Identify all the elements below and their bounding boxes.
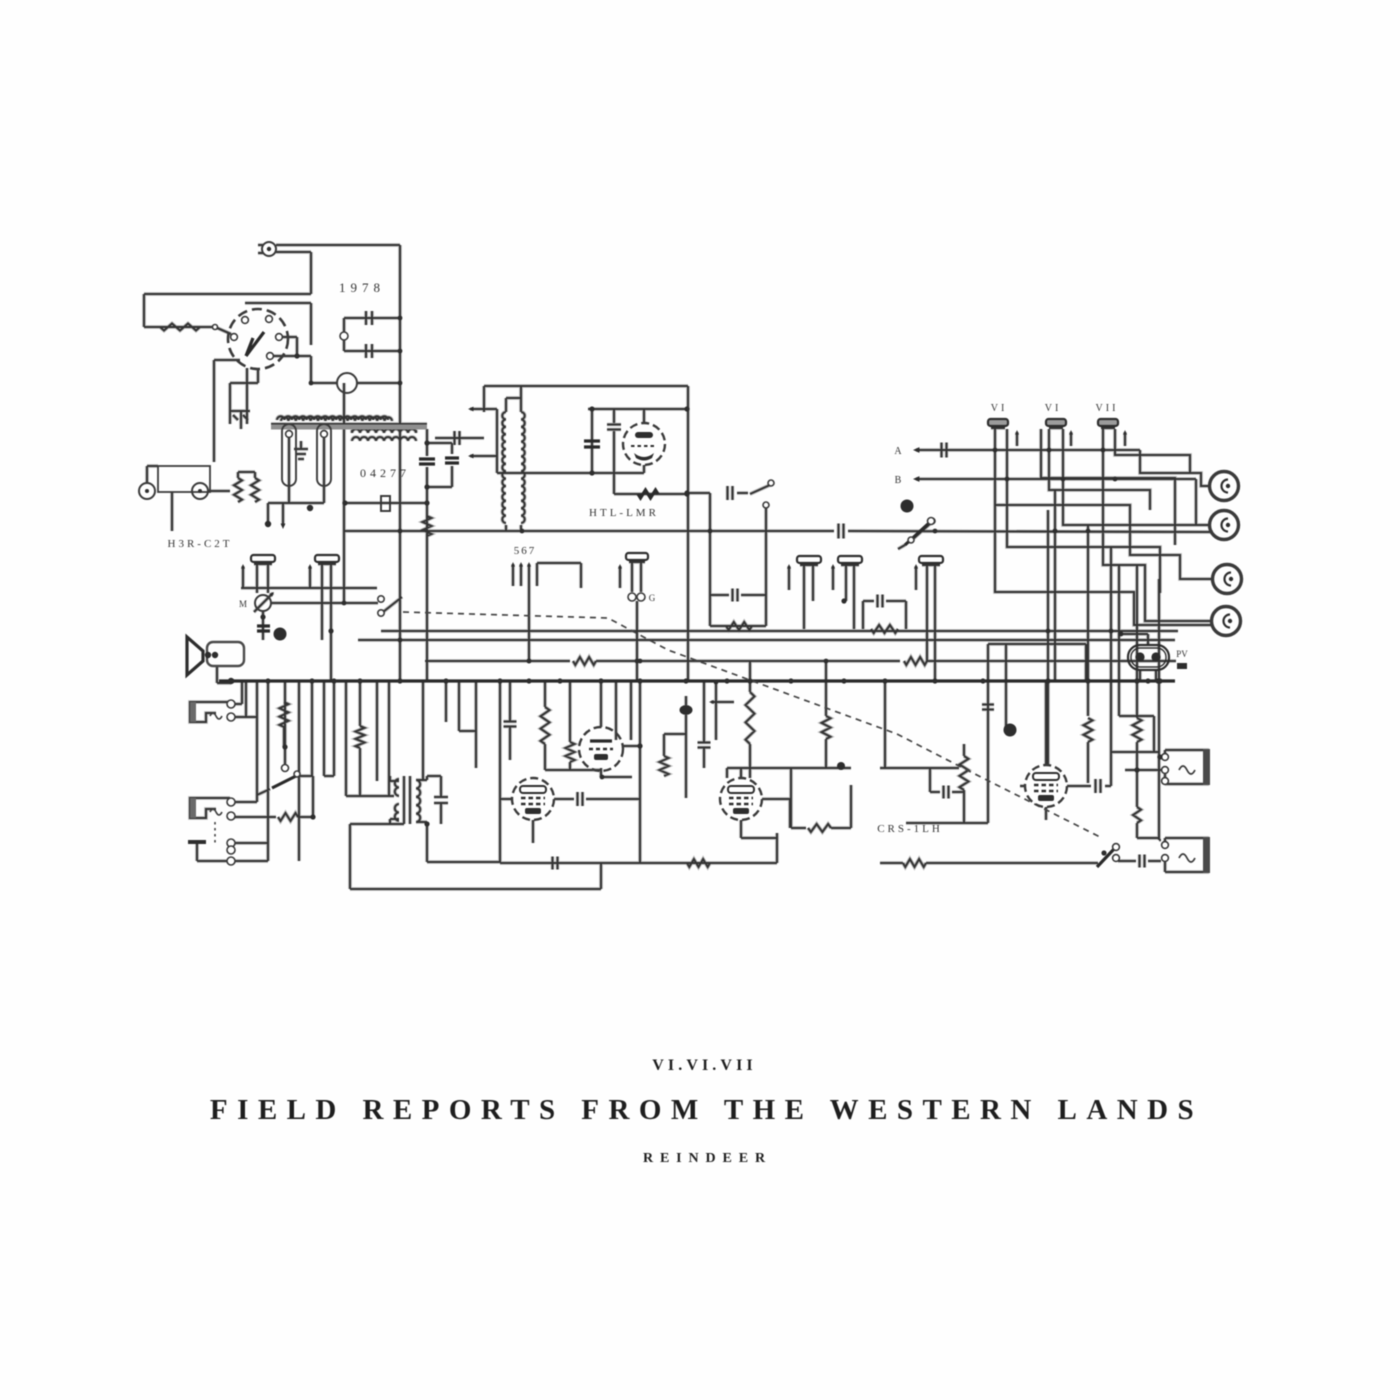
svg-text:CRS-1LH: CRS-1LH (877, 823, 943, 835)
svg-text:M: M (239, 599, 247, 609)
svg-text:H3R-C2T: H3R-C2T (168, 538, 233, 550)
svg-text:HTL-LMR: HTL-LMR (589, 507, 659, 519)
svg-text:B: B (895, 475, 902, 486)
svg-text:G: G (649, 593, 656, 603)
svg-text:A: A (894, 446, 902, 457)
svg-text:VI: VI (1045, 403, 1062, 414)
svg-text:VII: VII (1096, 403, 1119, 414)
svg-text:1978: 1978 (339, 280, 385, 295)
svg-text:VI: VI (991, 403, 1008, 414)
svg-text:PV: PV (1176, 649, 1188, 659)
svg-text:04277: 04277 (360, 466, 410, 480)
svg-text:567: 567 (514, 545, 537, 557)
